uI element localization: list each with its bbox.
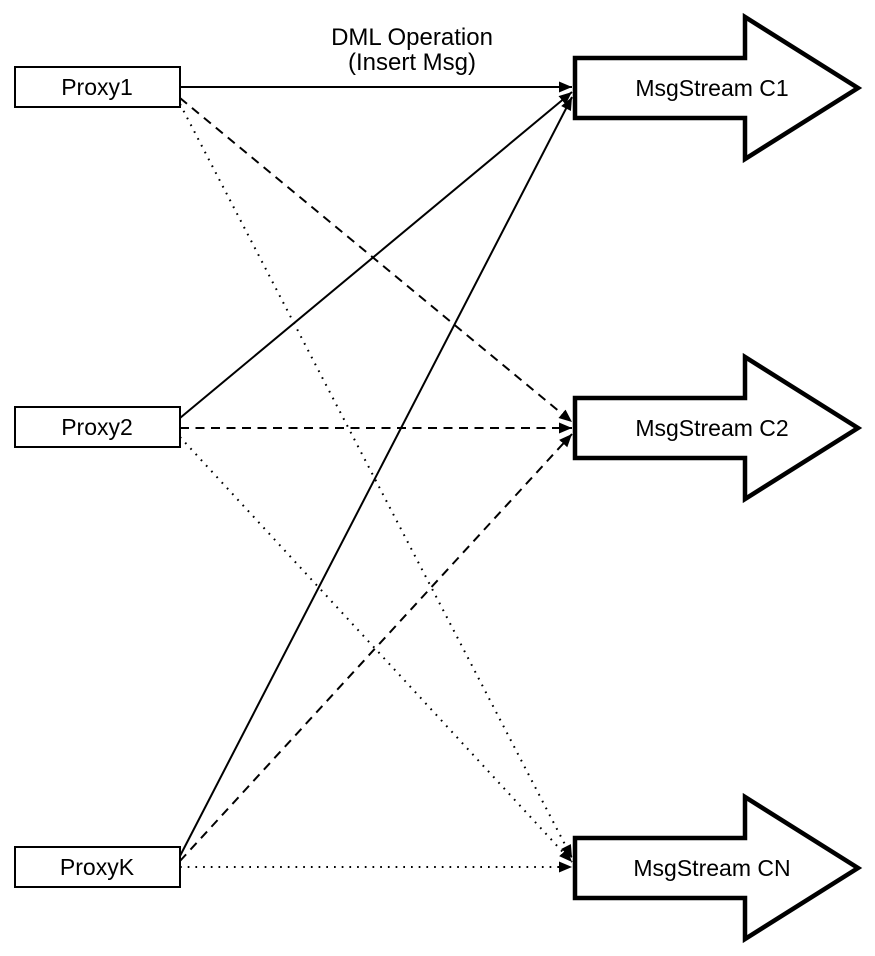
proxy-node-proxy2: Proxy2	[14, 406, 181, 448]
proxy-node-proxy1: Proxy1	[14, 66, 181, 108]
msgstream-cn-label: MsgStream CN	[633, 855, 790, 881]
proxyk-box	[14, 846, 181, 888]
stream-node-c1: MsgStream C1	[572, 12, 863, 164]
edge-proxy1-to-c2-dashed	[179, 97, 573, 423]
edge-proxyk-to-c2-dashed	[179, 433, 573, 862]
msgstream-c1-arrow-shape	[572, 12, 863, 164]
edge-proxy2-to-c1-solid	[179, 91, 573, 419]
msgstream-c2-label: MsgStream C2	[635, 415, 788, 441]
proxy2-box	[14, 406, 181, 448]
edges-layer	[179, 81, 573, 873]
proxy1-label: Proxy1	[61, 74, 133, 100]
stream-node-c2: MsgStream C2	[572, 352, 863, 504]
edge-proxy1-to-cn-dotted	[179, 103, 573, 859]
msgstream-c1-label: MsgStream C1	[635, 75, 788, 101]
proxyk-label: ProxyK	[60, 854, 135, 880]
dml-operation-label-line1: DML Operation	[331, 24, 493, 51]
proxy1-box	[14, 66, 181, 108]
stream-node-cn: MsgStream CN	[572, 792, 863, 944]
edge-proxyk-to-c1-solid	[179, 96, 573, 857]
proxy2-label: Proxy2	[61, 414, 133, 440]
msgstream-c2-arrow-shape	[572, 352, 863, 504]
proxy-node-proxyk: ProxyK	[14, 846, 181, 888]
msgstream-cn-arrow-shape	[572, 792, 863, 944]
dml-operation-label-line2: (Insert Msg)	[348, 49, 476, 76]
